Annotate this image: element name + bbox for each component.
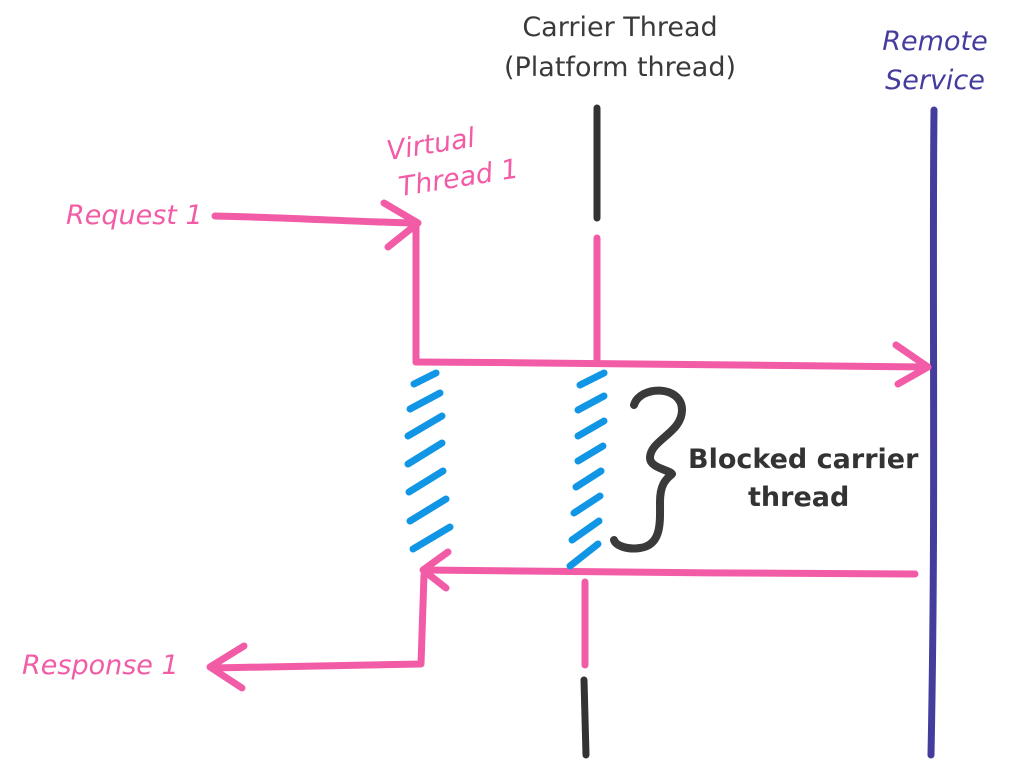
carrier-lifeline-bottom (580, 676, 590, 759)
carrier-thread-label-line2: (Platform thread) (503, 52, 737, 83)
remote-response-arrow (421, 566, 919, 578)
carrier-thread-label-line1: Carrier Thread (522, 12, 718, 43)
remote-response-arrow-head (419, 548, 452, 592)
remote-service-lifeline (927, 106, 938, 759)
remote-service-label-line2: Service (885, 65, 985, 96)
call-remote-arrow (412, 358, 930, 371)
response-label: Response 1 (22, 650, 179, 681)
response-arrow-head (206, 642, 248, 692)
blocked-brace (610, 386, 686, 553)
carrier-thread-blocked-hatch (566, 369, 608, 570)
virtual-thread-blocked-hatch (404, 369, 454, 553)
request-label: Request 1 (66, 200, 203, 231)
remote-service-label-line1: Remote (882, 26, 988, 57)
request-arrow (211, 212, 419, 227)
virtual-thread-segment-return (208, 571, 428, 672)
call-remote-arrow-head (892, 341, 932, 388)
blocked-label-line1: Blocked carrier (688, 444, 919, 475)
blocked-label-line2: thread (748, 482, 850, 513)
